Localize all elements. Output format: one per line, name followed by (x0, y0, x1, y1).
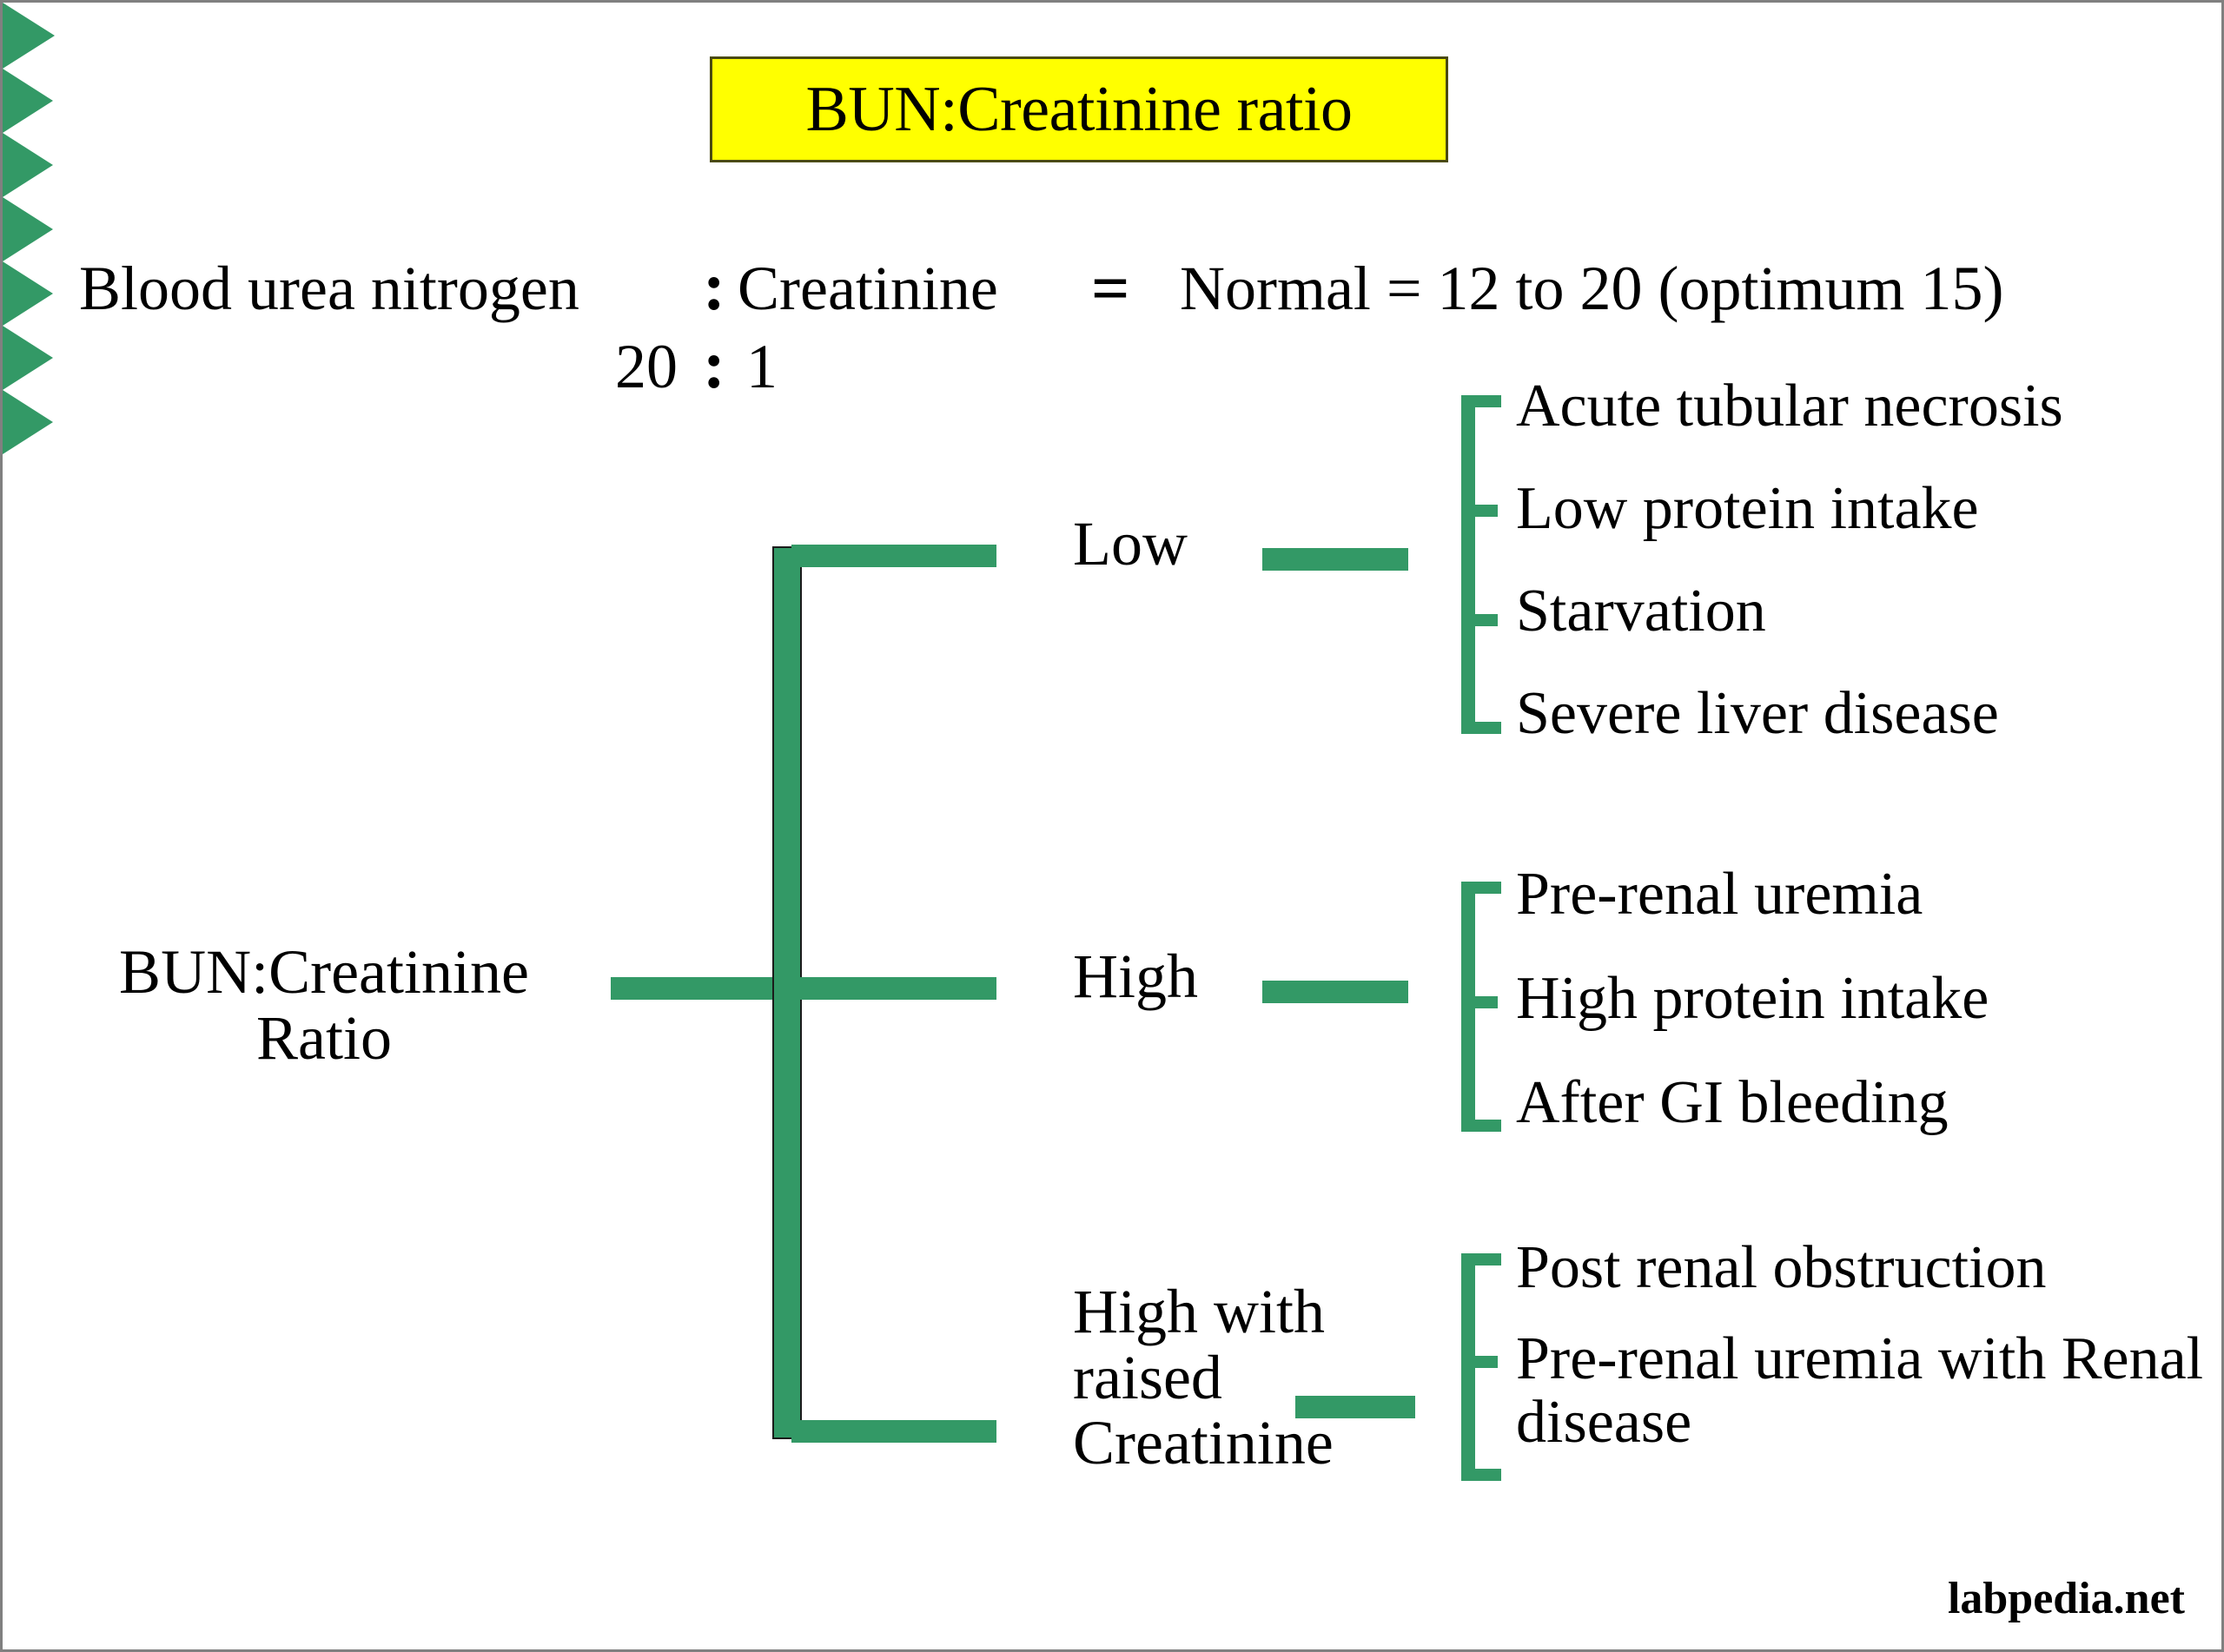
bracket-spine (1461, 1253, 1475, 1481)
branch-label-high: High (1073, 942, 1198, 1011)
outcome-list-low: Acute tubular necrosis Low protein intak… (1516, 376, 2063, 786)
branch-arrow-shaft-high-raised (791, 1420, 996, 1443)
bracket-tick (1475, 996, 1498, 1008)
root-label-line-2: Ratio (256, 1003, 392, 1074)
bracket-spine (1461, 395, 1475, 734)
trunk-arrow-head (3, 3, 55, 69)
outcome-arrow-shaft-high-raised (1295, 1396, 1415, 1418)
outcome-arrow-head-high (3, 326, 53, 390)
outcome-item: Starvation (1516, 578, 1766, 644)
formula-normal-range: Normal = 12 to 20 (optimum 15) (1180, 254, 2004, 323)
outcome-item: Acute tubular necrosis (1516, 373, 2063, 439)
outcome-list-high: Pre-renal uremia High protein intake Aft… (1516, 864, 1989, 1177)
outcome-list-high-raised: Post renal obstruction Pre-renal uremia … (1516, 1238, 2211, 1484)
bracket-tick (1475, 1356, 1498, 1368)
outcome-arrow-shaft-high (1262, 981, 1408, 1003)
root-label-line-1: BUN:Creatinine (119, 937, 529, 1007)
formula-denominator-label: Creatinine (738, 254, 998, 323)
branch-arrow-head-low (3, 69, 53, 133)
formula-numerator-label: Blood urea nitrogen (79, 254, 579, 323)
outcome-item: Pre-renal uremia with Renal disease (1516, 1325, 2204, 1456)
bracket-cap-bottom (1475, 722, 1501, 734)
branch-arrow-shaft-high (791, 977, 996, 1000)
outcome-arrow-head-low (3, 261, 53, 326)
bracket-cap-bottom (1475, 1120, 1501, 1132)
title-box: BUN:Creatinine ratio (710, 56, 1448, 162)
bracket-cap-top (1475, 1253, 1501, 1265)
bracket-tick (1475, 505, 1498, 517)
formula-ratio-separator: : (703, 327, 725, 402)
bracket-spine (1461, 882, 1475, 1132)
outcome-arrow-head-high-raised (3, 390, 53, 454)
outcome-item: Post renal obstruction (1516, 1234, 2047, 1301)
branch-arrow-head-high-raised (3, 197, 53, 261)
bracket-tick (1475, 614, 1498, 626)
outcome-arrow-shaft-low (1262, 548, 1408, 571)
bracket-cap-top (1475, 395, 1501, 407)
formula-ratio-denominator: 1 (746, 332, 778, 401)
outcome-item: Severe liver disease (1516, 680, 1999, 747)
branch-label-high-raised: High with raised Creatinine (1073, 1277, 1334, 1478)
outcome-item: After GI bleeding (1516, 1069, 1949, 1136)
bracket-cap-top (1475, 882, 1501, 894)
formula-separator-colon: : (703, 248, 725, 324)
trunk-arrow-shaft (611, 977, 781, 1000)
branch-arrow-shaft-low (791, 545, 996, 567)
formula-equals-sign: = (1091, 250, 1130, 326)
bracket-cap-bottom (1475, 1469, 1501, 1481)
outcome-item: High protein intake (1516, 965, 1989, 1032)
outcome-item: Pre-renal uremia (1516, 861, 1923, 928)
page-title: BUN:Creatinine ratio (805, 74, 1353, 145)
branch-arrow-head-high (3, 133, 53, 197)
formula-ratio-numerator: 20 (615, 332, 678, 401)
branch-label-low: Low (1073, 509, 1188, 578)
outcome-item: Low protein intake (1516, 475, 1979, 542)
root-node-label: BUN:Creatinine Ratio (55, 939, 593, 1072)
site-watermark: labpedia.net (1947, 1574, 2185, 1623)
